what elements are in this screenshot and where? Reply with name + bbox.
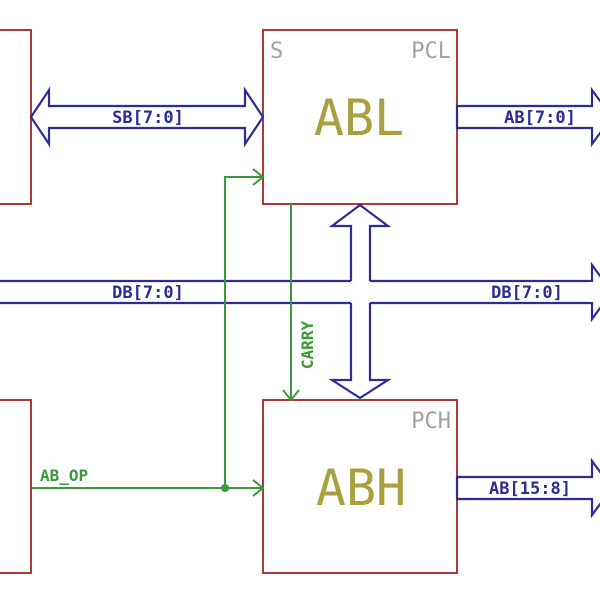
sb-bus-label: SB[7:0]	[112, 108, 184, 128]
abl-pin-pcl: PCL	[411, 39, 451, 64]
db-bus-right-head	[590, 261, 600, 323]
db-bus	[0, 203, 600, 400]
abl-block: ABL S PCL	[262, 29, 458, 205]
abl-box	[262, 29, 458, 205]
db-bus-label-right: DB[7:0]	[491, 283, 563, 303]
abh-name: ABH	[316, 459, 406, 517]
carry-wire	[282, 204, 300, 402]
abh-pin-pch: PCH	[411, 409, 451, 434]
left-lower-block	[0, 399, 32, 574]
ab-op-junction-dot	[221, 484, 229, 492]
ab-low-bus-label: AB[7:0]	[504, 108, 576, 128]
ab-high-bus-arrow	[455, 457, 600, 519]
abl-pin-s: S	[270, 39, 283, 64]
left-upper-block	[0, 29, 32, 205]
ab-op-label: AB_OP	[40, 466, 88, 485]
abh-box	[262, 399, 458, 574]
carry-label: CARRY	[298, 321, 317, 370]
abl-name: ABL	[314, 89, 404, 147]
sb-bus-arrow	[29, 86, 265, 148]
ab-high-bus-label: AB[15:8]	[489, 479, 571, 499]
db-bus-label-left: DB[7:0]	[112, 283, 184, 303]
abh-block: ABH PCH	[262, 399, 458, 574]
ab-low-bus-arrow	[455, 86, 600, 148]
ab-op-wire	[31, 168, 265, 497]
